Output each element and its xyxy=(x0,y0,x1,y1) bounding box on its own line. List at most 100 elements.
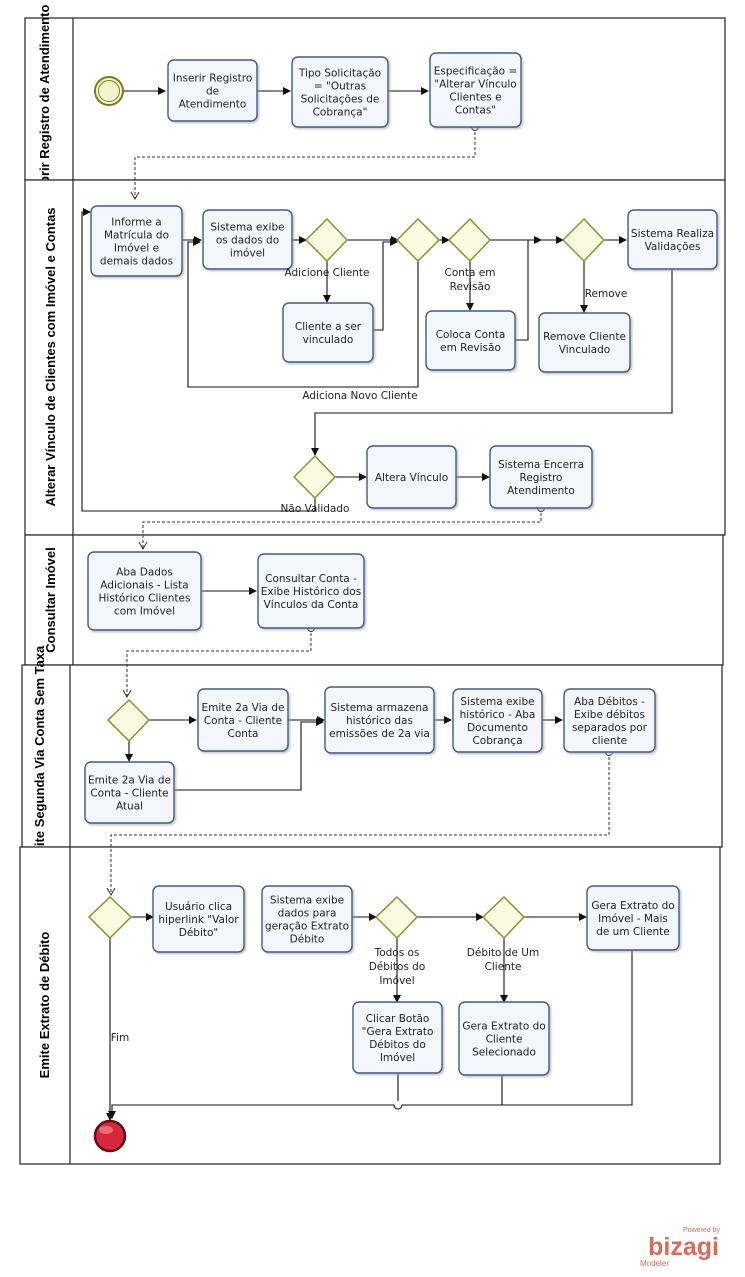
task-label-line: Vinculado xyxy=(559,344,610,356)
task-label-line: histórico das xyxy=(346,715,413,727)
task-label-line: Imóvel e xyxy=(114,243,159,255)
gateway-merge-1 xyxy=(396,218,440,262)
task-label-line: Usuário clica xyxy=(165,901,232,913)
task-label-line: Imóvel - Mais xyxy=(598,913,668,925)
task-label-line: Sistema exibe xyxy=(270,895,344,907)
task-label-line: os dados do xyxy=(216,235,279,247)
end-event xyxy=(93,1119,127,1153)
brand-powered-by: Powered by xyxy=(683,1227,720,1234)
gateway-debito-cliente xyxy=(481,896,525,940)
lane-title: Alterar Vínculo de Clientes com Imóvel e… xyxy=(43,207,58,506)
label-imovel: Imóvel xyxy=(379,975,414,987)
task-label-line: Clientes e xyxy=(449,92,501,104)
task-label-line: Conta - Cliente xyxy=(204,715,282,727)
gateway-remove xyxy=(562,217,605,263)
task-label-line: Atual xyxy=(116,801,143,813)
task-label-line: de xyxy=(206,86,219,98)
task-label-line: Imóvel xyxy=(380,1052,415,1064)
label-adiciona-novo-cliente: Adiciona Novo Cliente xyxy=(302,390,417,402)
task-label-line: Emite 2a Via de xyxy=(88,775,171,787)
task-label-line: Exibe Histórico dos xyxy=(261,586,361,598)
task-label-line: imóvel xyxy=(230,248,265,260)
task-label-line: hiperlink "Valor xyxy=(158,914,239,926)
lane-title: Abrir Registro de Atendimento xyxy=(37,5,52,194)
task-label-line: com Imóvel xyxy=(114,606,175,618)
task-label-line: Débito" xyxy=(179,927,219,939)
task-label-line: Vínculos da Conta xyxy=(264,599,359,611)
task-label-line: Exibe débitos xyxy=(574,709,645,721)
task-label-line: Tipo Solicitação xyxy=(298,68,381,80)
task-label-line: Contas" xyxy=(455,105,496,117)
task-label-line: Inserir Registro xyxy=(173,73,253,85)
task-label-line: Informe a xyxy=(111,217,161,229)
task-label-line: emissões de 2a via xyxy=(329,728,430,740)
task-label-line: separados por xyxy=(572,722,648,734)
task-label-line: Histórico Clientes xyxy=(99,593,191,605)
task-label-line: Adicionais - Lista xyxy=(100,580,188,592)
task-label-line: Sistema Realiza xyxy=(631,228,714,240)
task-label-line: Cliente xyxy=(486,1034,523,1046)
label-debitos-do: Débitos do xyxy=(369,961,426,973)
message-flows xyxy=(106,123,613,897)
lane-emite-segunda-via: Emite Segunda Via Conta Sem Taxa xyxy=(21,645,723,866)
bizagi-logo: Powered by bizagi Modeler xyxy=(640,1227,720,1268)
task-label-line: Sistema armazena xyxy=(331,702,429,714)
task-label-line: Cobrança" xyxy=(313,107,368,119)
sequence-flows xyxy=(81,87,673,1121)
task-label-line: Selecionado xyxy=(472,1047,536,1059)
label-revisao: Revisão xyxy=(450,281,491,293)
task-label-line: Atendimento xyxy=(507,485,575,497)
task-3: Especificação ="Alterar VínculoClientes … xyxy=(429,52,522,128)
label-nao-validado: Não Validado xyxy=(281,503,350,515)
task-label-line: Conta - Cliente xyxy=(90,788,168,800)
gateway-extrato-inicio xyxy=(87,896,133,939)
label-adicione-cliente: Adicione Cliente xyxy=(284,267,369,279)
label-remove: Remove xyxy=(585,288,628,300)
label-cliente: Cliente xyxy=(485,961,522,973)
task-label-line: Sistema exibe xyxy=(210,222,284,234)
task-label-line: Remove Cliente xyxy=(543,331,626,343)
start-event xyxy=(94,76,124,106)
lane-title: Emite Segunda Via Conta Sem Taxa xyxy=(32,645,47,866)
gateway-validado xyxy=(293,454,336,500)
brand-modeler: Modeler xyxy=(640,1259,669,1268)
task-label-line: histórico - Aba xyxy=(460,709,536,721)
label-todos-os: Todos os xyxy=(374,947,420,959)
task-label-line: Débito xyxy=(290,934,325,946)
task-label-line: Aba Dados xyxy=(116,567,173,579)
task-label-line: Sistema Encerra xyxy=(498,459,584,471)
task-label-line: Registro xyxy=(520,472,563,484)
task-label-line: Matrícula do xyxy=(104,230,169,242)
task-label-line: dados para xyxy=(278,908,337,920)
task-label-line: em Revisão xyxy=(440,342,501,354)
task-label-line: "Gera Extrato xyxy=(362,1026,434,1038)
task-label-line: Débitos do xyxy=(369,1039,426,1051)
task-10: Altera Vínculo xyxy=(366,445,457,509)
label-fim: Fim xyxy=(111,1032,129,1044)
task-label-line: Documento xyxy=(467,722,528,734)
gateway-adicione-cliente xyxy=(305,217,348,263)
task-label-line: Cobrança xyxy=(472,735,522,747)
task-label-line: Solicitações de xyxy=(301,94,380,106)
task-label-line: "Alterar Vínculo xyxy=(434,79,516,91)
task-label-line: Gera Extrato do xyxy=(462,1021,545,1033)
